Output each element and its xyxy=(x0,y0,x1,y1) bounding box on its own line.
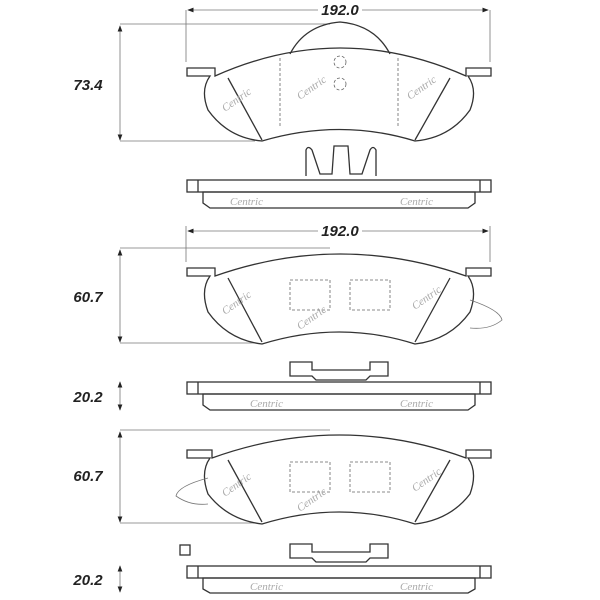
pad2-thickness-label: 20.2 xyxy=(72,389,103,406)
watermark-text: Centric xyxy=(295,304,329,333)
pad2-width-label: 192.0 xyxy=(321,223,359,240)
watermark-text: Centric xyxy=(400,398,433,410)
pad2-height-label: 60.7 xyxy=(73,289,103,306)
pad-3-side-view: 20.2 Centric Centric xyxy=(72,543,492,594)
pad-2-side-view: 20.2 Centric Centric xyxy=(72,361,492,411)
watermark-text: Centric xyxy=(250,398,283,410)
watermark-text: Centric xyxy=(220,86,254,115)
watermark-text: Centric xyxy=(405,74,439,103)
watermark-text: Centric xyxy=(400,196,433,208)
pad-2-front-view: 192.0 60.7 Centric Centric Centric xyxy=(73,223,503,345)
watermark-text: Centric xyxy=(295,74,329,103)
pad-1-side-view: Centric Centric xyxy=(186,145,492,209)
watermark-text: Centric xyxy=(230,196,263,208)
watermark-text: Centric xyxy=(250,581,283,593)
pad-1-front-view: 192.0 73.4 Centric Centric Centric xyxy=(73,2,492,142)
pad-3-front-view: 60.7 Centric Centric Centric xyxy=(73,429,492,525)
pad3-height-label: 60.7 xyxy=(73,468,103,485)
watermark-text: Centric xyxy=(400,581,433,593)
pad1-width-label: 192.0 xyxy=(321,2,359,19)
pad1-height-label: 73.4 xyxy=(73,77,103,94)
watermark-text: Centric xyxy=(220,289,254,318)
pad3-thickness-label: 20.2 xyxy=(72,572,103,589)
watermark-text: Centric xyxy=(295,486,329,515)
